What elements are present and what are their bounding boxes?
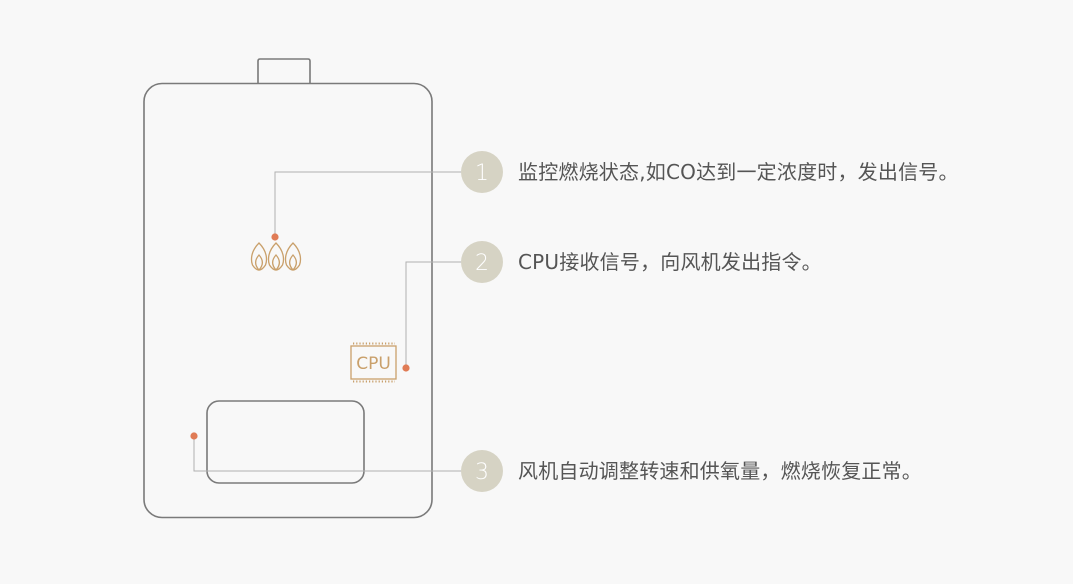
leader-line-1 bbox=[274, 171, 462, 237]
cpu-chip-label: CPU bbox=[356, 354, 391, 374]
marker-dot-3 bbox=[190, 432, 198, 440]
badge-number: 1 bbox=[475, 161, 489, 186]
callout-text-2: CPU接收信号，向风机发出指令。 bbox=[518, 250, 822, 274]
fan-box bbox=[206, 400, 365, 484]
flame-group bbox=[250, 242, 302, 271]
number-badge-1: 1 bbox=[461, 151, 503, 193]
flame-icon bbox=[267, 242, 285, 271]
marker-dot-1 bbox=[271, 233, 279, 241]
heater-body bbox=[143, 82, 433, 519]
badge-number: 3 bbox=[475, 460, 489, 485]
flame-icon bbox=[250, 242, 268, 271]
flame-icon bbox=[284, 242, 302, 271]
callout-text-3: 风机自动调整转速和供氧量，燃烧恢复正常。 bbox=[518, 459, 922, 483]
badge-number: 2 bbox=[475, 251, 489, 276]
callout-text-1: 监控燃烧状态,如CO达到一定浓度时，发出信号。 bbox=[518, 160, 959, 184]
leader-line-2 bbox=[405, 261, 462, 368]
number-badge-2: 2 bbox=[461, 241, 503, 283]
marker-dot-2 bbox=[402, 364, 410, 372]
heater-top-nub bbox=[257, 58, 311, 84]
number-badge-3: 3 bbox=[461, 450, 503, 492]
cpu-chip-icon: CPU bbox=[350, 342, 397, 383]
leader-lines bbox=[193, 171, 462, 472]
leader-line-3 bbox=[193, 436, 462, 472]
